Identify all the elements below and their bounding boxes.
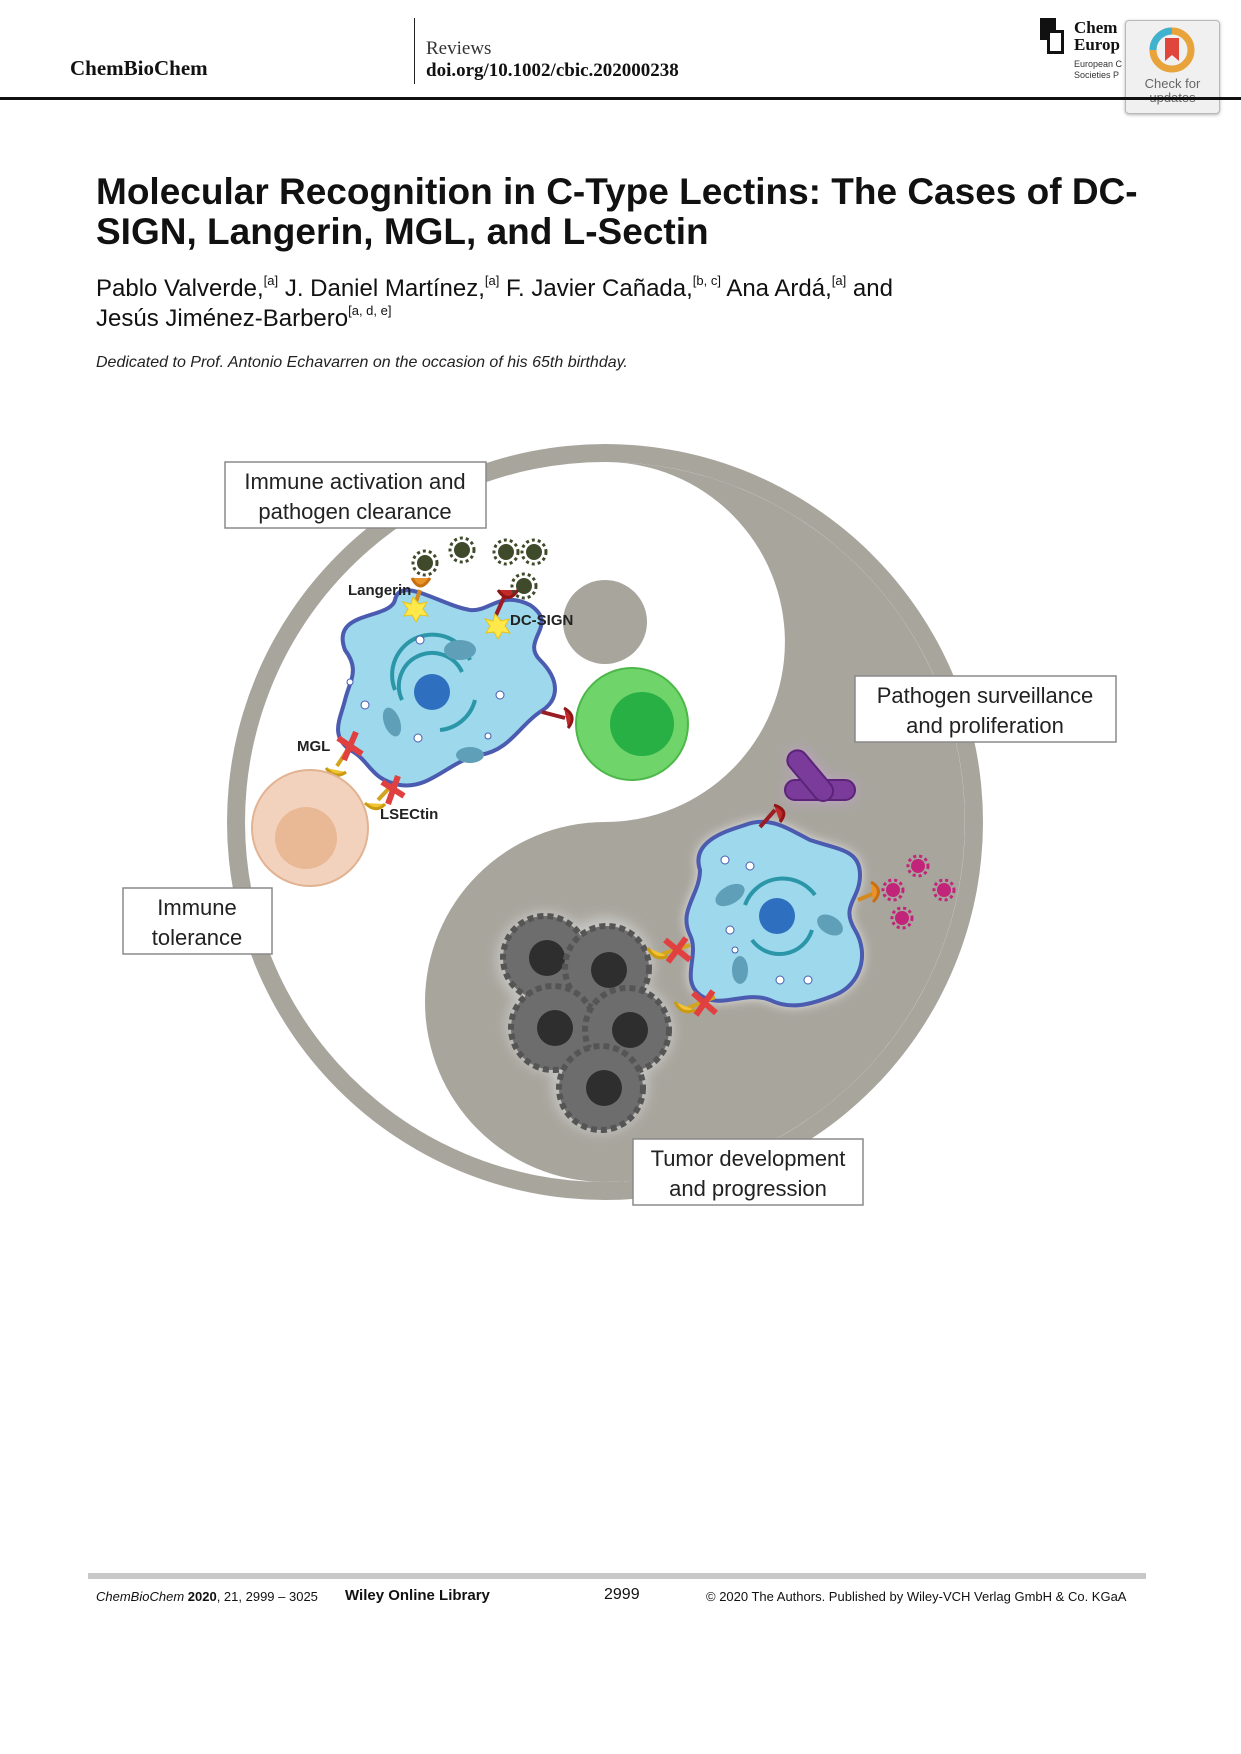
tumor-cell	[508, 983, 598, 1073]
dcsign-to-green-cell-receptor	[541, 706, 574, 729]
pathogens-magenta	[857, 854, 956, 930]
label-dcsign: DC-SIGN	[510, 612, 573, 629]
publisher-name-line1: Chem	[1074, 18, 1118, 37]
footer-journal: ChemBioChem	[96, 1589, 185, 1604]
footer-volume-pages: , 21, 2999 – 3025	[216, 1589, 318, 1604]
author-line-2: Jesús Jiménez-Barbero[a, d, e]	[96, 303, 392, 333]
bottom-cell-receptors	[646, 936, 718, 1017]
header-rule	[0, 97, 1241, 100]
wiley-online-library-link[interactable]: Wiley Online Library	[345, 1587, 490, 1604]
footer-year: 2020	[187, 1589, 217, 1604]
journal-name: ChemBioChem	[70, 56, 208, 80]
peach-cell	[251, 769, 369, 887]
antibody-shape	[758, 749, 856, 829]
svg-text:and proliferation: and proliferation	[906, 713, 1064, 738]
pathogens-dark	[411, 536, 548, 600]
label-mgl: MGL	[297, 738, 330, 755]
publisher-subtitle-line1: European C	[1074, 59, 1123, 69]
author-name: J. Daniel Martínez,	[284, 275, 485, 302]
author-affiliation: [b, c]	[692, 273, 721, 288]
tumor-cells	[497, 912, 673, 1133]
nucleus-bottom	[759, 898, 795, 934]
copyright-notice: © 2020 The Authors. Published by Wiley-V…	[706, 1589, 1127, 1604]
author-affiliation: [a]	[484, 273, 500, 288]
author-affiliation: [a, d, e]	[348, 303, 392, 318]
footer-citation: ChemBioChem 2020, 21, 2999 – 3025	[96, 1589, 318, 1604]
author-name: Ana Ardá,	[726, 275, 832, 302]
svg-text:Pathogen surveillance: Pathogen surveillance	[877, 683, 1093, 708]
mgl-receptor	[324, 730, 364, 777]
nucleus-top	[414, 674, 450, 710]
svg-text:tolerance: tolerance	[152, 925, 243, 950]
publisher-name-line2: Europ	[1074, 35, 1120, 54]
box-immune-tolerance: Immune tolerance	[122, 887, 273, 955]
publisher-subtitle-line2: Societies P	[1074, 70, 1120, 80]
langerin-receptor	[401, 577, 432, 624]
label-lsectin: LSECtin	[380, 806, 438, 823]
yin-dot	[563, 580, 647, 664]
chemistry-europe-logo	[1040, 18, 1064, 54]
svg-text:Immune activation and: Immune activation and	[244, 469, 465, 494]
author-name: F. Javier Cañada,	[506, 275, 693, 302]
header-divider	[414, 18, 415, 84]
box-pathogen-surveillance: Pathogen surveillance and proliferation	[854, 675, 1117, 743]
box-immune-activation: Immune activation and pathogen clearance	[224, 461, 487, 529]
author-name: Jesús Jiménez-Barbero	[96, 305, 349, 332]
lsectin-receptor	[363, 774, 406, 811]
svg-text:and progression: and progression	[669, 1176, 827, 1201]
footer-rule	[88, 1573, 1146, 1579]
author-name: Pablo Valverde,	[96, 275, 264, 302]
author-affiliation: [a]	[831, 273, 847, 288]
green-cell	[575, 667, 689, 781]
svg-text:Tumor development: Tumor development	[651, 1146, 846, 1171]
dedication: Dedicated to Prof. Antonio Echavarren on…	[96, 354, 628, 371]
bookmark-ring-icon	[1149, 27, 1195, 73]
doi-link[interactable]: doi.org/10.1002/cbic.202000238	[426, 60, 679, 81]
dendritic-cell-bottom	[684, 819, 865, 1008]
box-tumor-development: Tumor development and progression	[632, 1138, 864, 1206]
author-conjunction: and	[852, 275, 893, 302]
tumor-cell	[556, 1043, 646, 1133]
label-langerin: Langerin	[348, 582, 411, 599]
svg-text:Immune: Immune	[157, 895, 236, 920]
author-line-1: Pablo Valverde,[a] J. Daniel Martínez,[a…	[96, 273, 893, 303]
author-affiliation: [a]	[263, 273, 279, 288]
page-number: 2999	[604, 1586, 640, 1603]
article-title: Molecular Recognition in C-Type Lectins:…	[96, 171, 1138, 252]
svg-text:pathogen clearance: pathogen clearance	[258, 499, 451, 524]
graphical-abstract: Langerin DC-SIGN MGL LSECtin Immune acti…	[122, 444, 1117, 1206]
section-label: Reviews	[426, 38, 492, 59]
